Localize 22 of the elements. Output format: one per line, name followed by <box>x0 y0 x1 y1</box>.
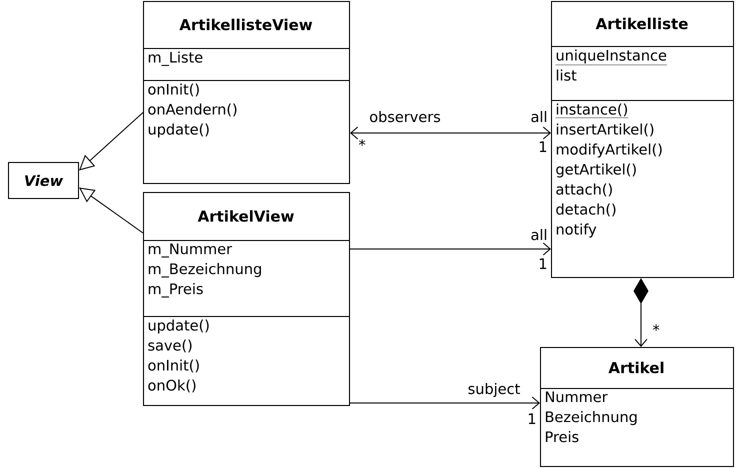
association-arrow <box>350 242 551 256</box>
edge-label: subject <box>468 382 520 397</box>
multiplicity-label: 1 <box>540 141 546 152</box>
class-compartment: Nummer Bezeichnung Preis <box>540 388 734 467</box>
multiplicity-label: all <box>531 228 546 240</box>
generalization-arrow <box>79 188 144 234</box>
multiplicity-label: * <box>652 324 660 331</box>
multiplicity-label: 1 <box>528 413 536 424</box>
multiplicity-label: 1 <box>540 258 546 269</box>
class-compartment: update() save() onInit() onOk() <box>143 316 350 406</box>
class-box: View <box>8 162 79 199</box>
class-compartment: instance() insertArtikel() modifyArtikel() getArtikel() attach() detach() notify <box>551 100 734 278</box>
edge-label: observers <box>370 110 440 122</box>
class-compartment: uniqueInstance list <box>551 46 734 101</box>
association-arrow <box>350 126 551 140</box>
multiplicity-label: all <box>531 110 546 122</box>
class-compartment: onInit() onAendern() update() <box>143 80 350 184</box>
class-compartment: m_Nummer m_Bezeichnung m_Preis <box>143 240 350 317</box>
generalization-arrow <box>79 112 144 170</box>
class-compartment: m_Liste <box>143 48 350 81</box>
association-arrow <box>350 396 540 410</box>
multiplicity-label: * <box>358 139 366 146</box>
